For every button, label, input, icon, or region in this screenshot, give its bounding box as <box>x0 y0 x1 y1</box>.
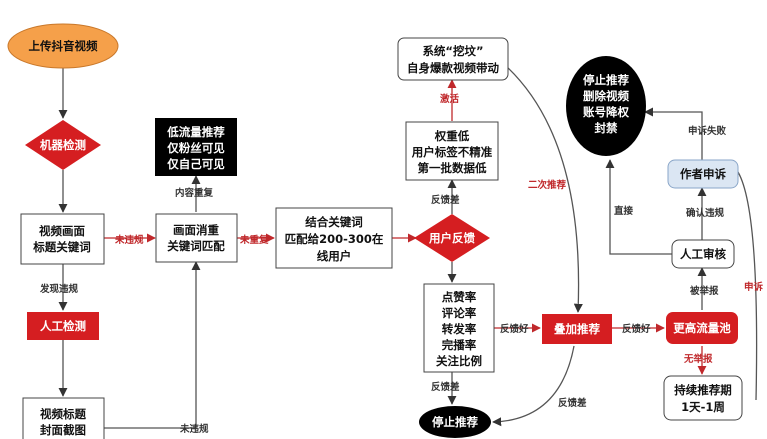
node-high-traffic-label: 更高流量池 <box>673 321 731 335</box>
node-metrics-line-3: 转发率 <box>442 322 477 336</box>
label-found-violation: 发现违规 <box>39 283 79 295</box>
label-no-violation: 未违规 <box>114 234 144 246</box>
node-stop: 停止推荐 <box>419 406 491 438</box>
node-metrics-line-5: 关注比例 <box>436 354 482 368</box>
node-low-traffic-line-1: 低流量推荐 <box>166 125 225 139</box>
node-banned-line-2: 删除视频 <box>583 89 629 103</box>
label-reported: 被举报 <box>690 285 719 297</box>
node-video-frame-line-1: 视频画面 <box>39 224 85 238</box>
node-system-dig: 系统“挖坟” 自身爆款视频带动 <box>397 37 509 81</box>
node-keyword-line-1: 结合关键词 <box>304 215 363 229</box>
node-keyword-match: 结合关键词 匹配给200-300在 线用户 <box>275 207 393 269</box>
edge-title-dedup <box>104 261 201 429</box>
label-appeal-right: 申诉 <box>744 281 764 293</box>
node-dedup-line-2: 关键词匹配 <box>167 239 225 253</box>
node-banned-line-4: 封禁 <box>595 121 618 135</box>
label-appeal-failed: 申诉失败 <box>688 125 727 137</box>
node-video-title-line-1: 视频标题 <box>40 407 86 421</box>
node-manual-check-label: 人工检测 <box>40 319 86 333</box>
label-feedback-good-2: 反馈好 <box>622 323 651 335</box>
node-low-traffic: 低流量推荐 仅粉丝可见 仅自己可见 <box>155 118 237 176</box>
edge-appeal-banned <box>644 107 703 160</box>
node-user-feedback: 用户反馈 <box>414 214 490 262</box>
node-manual-check: 人工检测 <box>27 312 99 340</box>
label-second-push: 二次推荐 <box>528 179 567 191</box>
node-banned-line-1: 停止推荐 <box>583 73 629 87</box>
node-machine-check: 机器检测 <box>25 120 101 170</box>
label-feedback-bad-1: 反馈差 <box>431 194 460 206</box>
node-video-frame: 视频画面 标题关键词 <box>20 213 105 265</box>
node-metrics-line-1: 点赞率 <box>442 290 477 304</box>
node-machine-check-label: 机器检测 <box>40 138 86 152</box>
node-appeal-label: 作者申诉 <box>680 167 726 181</box>
node-stop-label: 停止推荐 <box>432 415 478 429</box>
node-manual-review-label: 人工审核 <box>680 247 726 261</box>
node-banned: 停止推荐 删除视频 账号降权 封禁 <box>566 56 646 156</box>
node-boost-label: 叠加推荐 <box>554 322 600 336</box>
node-low-weight-line-2: 用户标签不精准 <box>411 145 493 159</box>
node-metrics: 点赞率 评论率 转发率 完播率 关注比例 <box>423 283 495 373</box>
node-low-weight-line-3: 第一批数据低 <box>418 161 487 175</box>
node-system-dig-line-2: 自身爆款视频带动 <box>407 61 499 75</box>
label-feedback-bad-2: 反馈差 <box>431 381 460 393</box>
node-video-frame-line-2: 标题关键词 <box>32 240 91 254</box>
node-continue-line-2: 1天-1周 <box>681 400 725 414</box>
label-activate: 激活 <box>440 93 460 105</box>
node-dedup: 画面消重 关键词匹配 <box>155 213 238 263</box>
label-confirm-violation: 确认违规 <box>686 207 725 219</box>
node-low-traffic-line-3: 仅自己可见 <box>166 157 225 171</box>
node-low-weight-line-1: 权重低 <box>434 129 470 143</box>
node-dedup-line-1: 画面消重 <box>173 223 219 237</box>
node-high-traffic: 更高流量池 <box>666 312 738 344</box>
node-user-feedback-label: 用户反馈 <box>428 231 475 245</box>
node-low-traffic-line-2: 仅粉丝可见 <box>166 141 225 155</box>
node-upload-label: 上传抖音视频 <box>29 39 98 53</box>
node-continue: 持续推荐期 1天-1周 <box>663 375 743 421</box>
node-upload: 上传抖音视频 <box>7 23 119 69</box>
label-direct: 直接 <box>614 205 634 217</box>
label-feedback-good-1: 反馈好 <box>500 323 529 335</box>
node-low-weight: 权重低 用户标签不精准 第一批数据低 <box>405 121 499 181</box>
label-not-duplicate: 未重复 <box>239 234 269 246</box>
label-no-violation-2: 未违规 <box>179 423 209 435</box>
node-continue-line-1: 持续推荐期 <box>674 383 732 397</box>
label-feedback-bad-3: 反馈差 <box>558 397 587 409</box>
node-appeal: 作者申诉 <box>667 159 739 189</box>
edge-appeal-right <box>737 171 758 401</box>
node-video-title-line-2: 封面截图 <box>40 423 86 437</box>
node-banned-line-3: 账号降权 <box>583 105 629 119</box>
node-keyword-line-3: 线用户 <box>317 249 352 263</box>
node-keyword-line-2: 匹配给200-300在 <box>285 232 384 246</box>
node-video-title: 视频标题 封面截图 <box>22 397 105 439</box>
edge-review-banned <box>605 159 672 255</box>
node-system-dig-line-1: 系统“挖坟” <box>422 44 483 58</box>
edge-boost-stop <box>492 345 575 427</box>
label-not-reported: 无举报 <box>683 353 713 365</box>
node-metrics-line-4: 完播率 <box>442 338 477 352</box>
label-content-duplicate: 内容重复 <box>175 187 214 199</box>
edge-dig-boost <box>505 65 583 313</box>
node-manual-review: 人工审核 <box>671 239 735 269</box>
node-metrics-line-2: 评论率 <box>442 306 477 320</box>
node-boost: 叠加推荐 <box>542 314 612 344</box>
